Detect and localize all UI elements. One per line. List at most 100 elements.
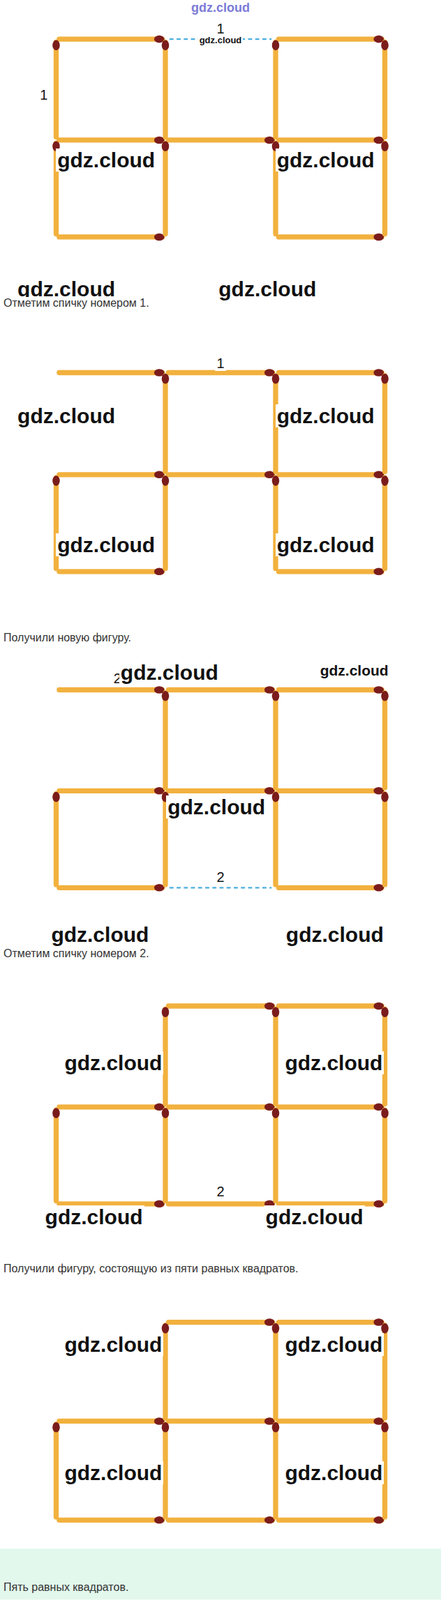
- match-stick: [162, 376, 168, 473]
- match-stick: [278, 886, 382, 892]
- match-head: [154, 1517, 165, 1526]
- match-head: [161, 374, 170, 385]
- match-stick: [168, 1202, 273, 1208]
- match: [59, 35, 165, 44]
- match: [59, 471, 165, 480]
- match-stick: [59, 234, 163, 240]
- match-stick: [278, 688, 382, 693]
- match: [380, 40, 389, 138]
- match-stick: [59, 789, 163, 795]
- watermark: gdz.cloud: [264, 1206, 365, 1230]
- match-stick: [59, 137, 163, 143]
- match-head: [161, 1324, 170, 1335]
- watermark: gdz.cloud: [283, 1334, 384, 1358]
- watermark: gdz.cloud: [283, 1462, 384, 1486]
- match-head: [161, 40, 170, 51]
- match-stick: [162, 1326, 168, 1420]
- match-head: [380, 792, 389, 804]
- match-stick: [162, 1425, 168, 1519]
- match: [168, 1201, 275, 1210]
- match-stick: [272, 1009, 278, 1105]
- match: [59, 1517, 165, 1526]
- match-stick: [53, 42, 59, 138]
- match: [272, 792, 280, 886]
- match: [59, 686, 165, 695]
- watermark: gdz.cloud: [198, 35, 244, 46]
- match: [380, 140, 389, 234]
- match-stick: [162, 477, 168, 569]
- match-head: [272, 1324, 280, 1335]
- match-head: [272, 1108, 280, 1120]
- match-stick: [168, 1105, 273, 1111]
- match-head: [264, 1517, 275, 1526]
- match: [59, 369, 165, 377]
- callout-number: 1: [214, 20, 226, 37]
- match: [380, 475, 389, 569]
- match: [52, 1108, 61, 1202]
- match: [59, 1418, 165, 1427]
- match: [52, 40, 61, 138]
- callout-number: 2: [214, 870, 226, 886]
- match-head: [161, 1108, 170, 1120]
- match-stick: [278, 569, 382, 575]
- match: [168, 1104, 275, 1113]
- match-stick: [59, 1105, 163, 1111]
- match-stick: [272, 42, 278, 138]
- match-stick: [382, 794, 388, 886]
- match: [278, 568, 384, 577]
- match-stick: [168, 1004, 273, 1009]
- match-head: [161, 1423, 170, 1434]
- match-head: [161, 140, 170, 152]
- match-stick: [168, 789, 273, 795]
- match-stick: [168, 1320, 273, 1326]
- match-stick: [53, 1425, 59, 1519]
- match-stick: [382, 42, 388, 138]
- match: [380, 691, 389, 789]
- match-head: [161, 1007, 170, 1019]
- match-stick: [59, 1519, 163, 1524]
- match-stick: [59, 688, 163, 693]
- watermark: gdz.cloud: [62, 1462, 164, 1486]
- match-stick: [382, 693, 388, 789]
- match-head: [373, 233, 384, 242]
- watermark: gdz.cloud: [275, 404, 377, 428]
- match-stick: [278, 1004, 382, 1009]
- match: [278, 1003, 384, 1012]
- watermark: gdz.cloud: [283, 1052, 384, 1076]
- match-stick: [278, 1105, 382, 1111]
- match-stick: [272, 693, 278, 789]
- match-head: [154, 568, 165, 577]
- match: [278, 35, 384, 44]
- match-stick: [162, 42, 168, 138]
- match-stick: [59, 36, 163, 42]
- match: [278, 1104, 384, 1113]
- match-head: [161, 475, 170, 487]
- match: [278, 884, 384, 893]
- match-head: [373, 1517, 384, 1526]
- watermark: gdz.cloud: [55, 148, 157, 172]
- watermark: gdz.cloud: [55, 533, 157, 557]
- watermark: gdz.cloud: [166, 796, 267, 820]
- match: [168, 1319, 275, 1328]
- match-head: [380, 475, 389, 487]
- match-stick: [278, 370, 382, 376]
- match-head: [52, 1108, 61, 1120]
- match-stick: [162, 143, 168, 234]
- match-stick: [162, 1110, 168, 1202]
- match-stick: [382, 1110, 388, 1202]
- match: [272, 1108, 280, 1202]
- match: [168, 787, 275, 796]
- match-head: [154, 884, 165, 893]
- match-head: [272, 475, 280, 487]
- match: [278, 136, 384, 145]
- match: [278, 1319, 384, 1328]
- match-stick: [272, 1425, 278, 1519]
- match: [168, 136, 275, 145]
- match: [59, 233, 165, 242]
- match-stick: [59, 569, 163, 575]
- match-head: [380, 40, 389, 51]
- match: [161, 1108, 170, 1202]
- match-head: [154, 1201, 165, 1210]
- match-head: [272, 1007, 280, 1019]
- match: [272, 691, 280, 789]
